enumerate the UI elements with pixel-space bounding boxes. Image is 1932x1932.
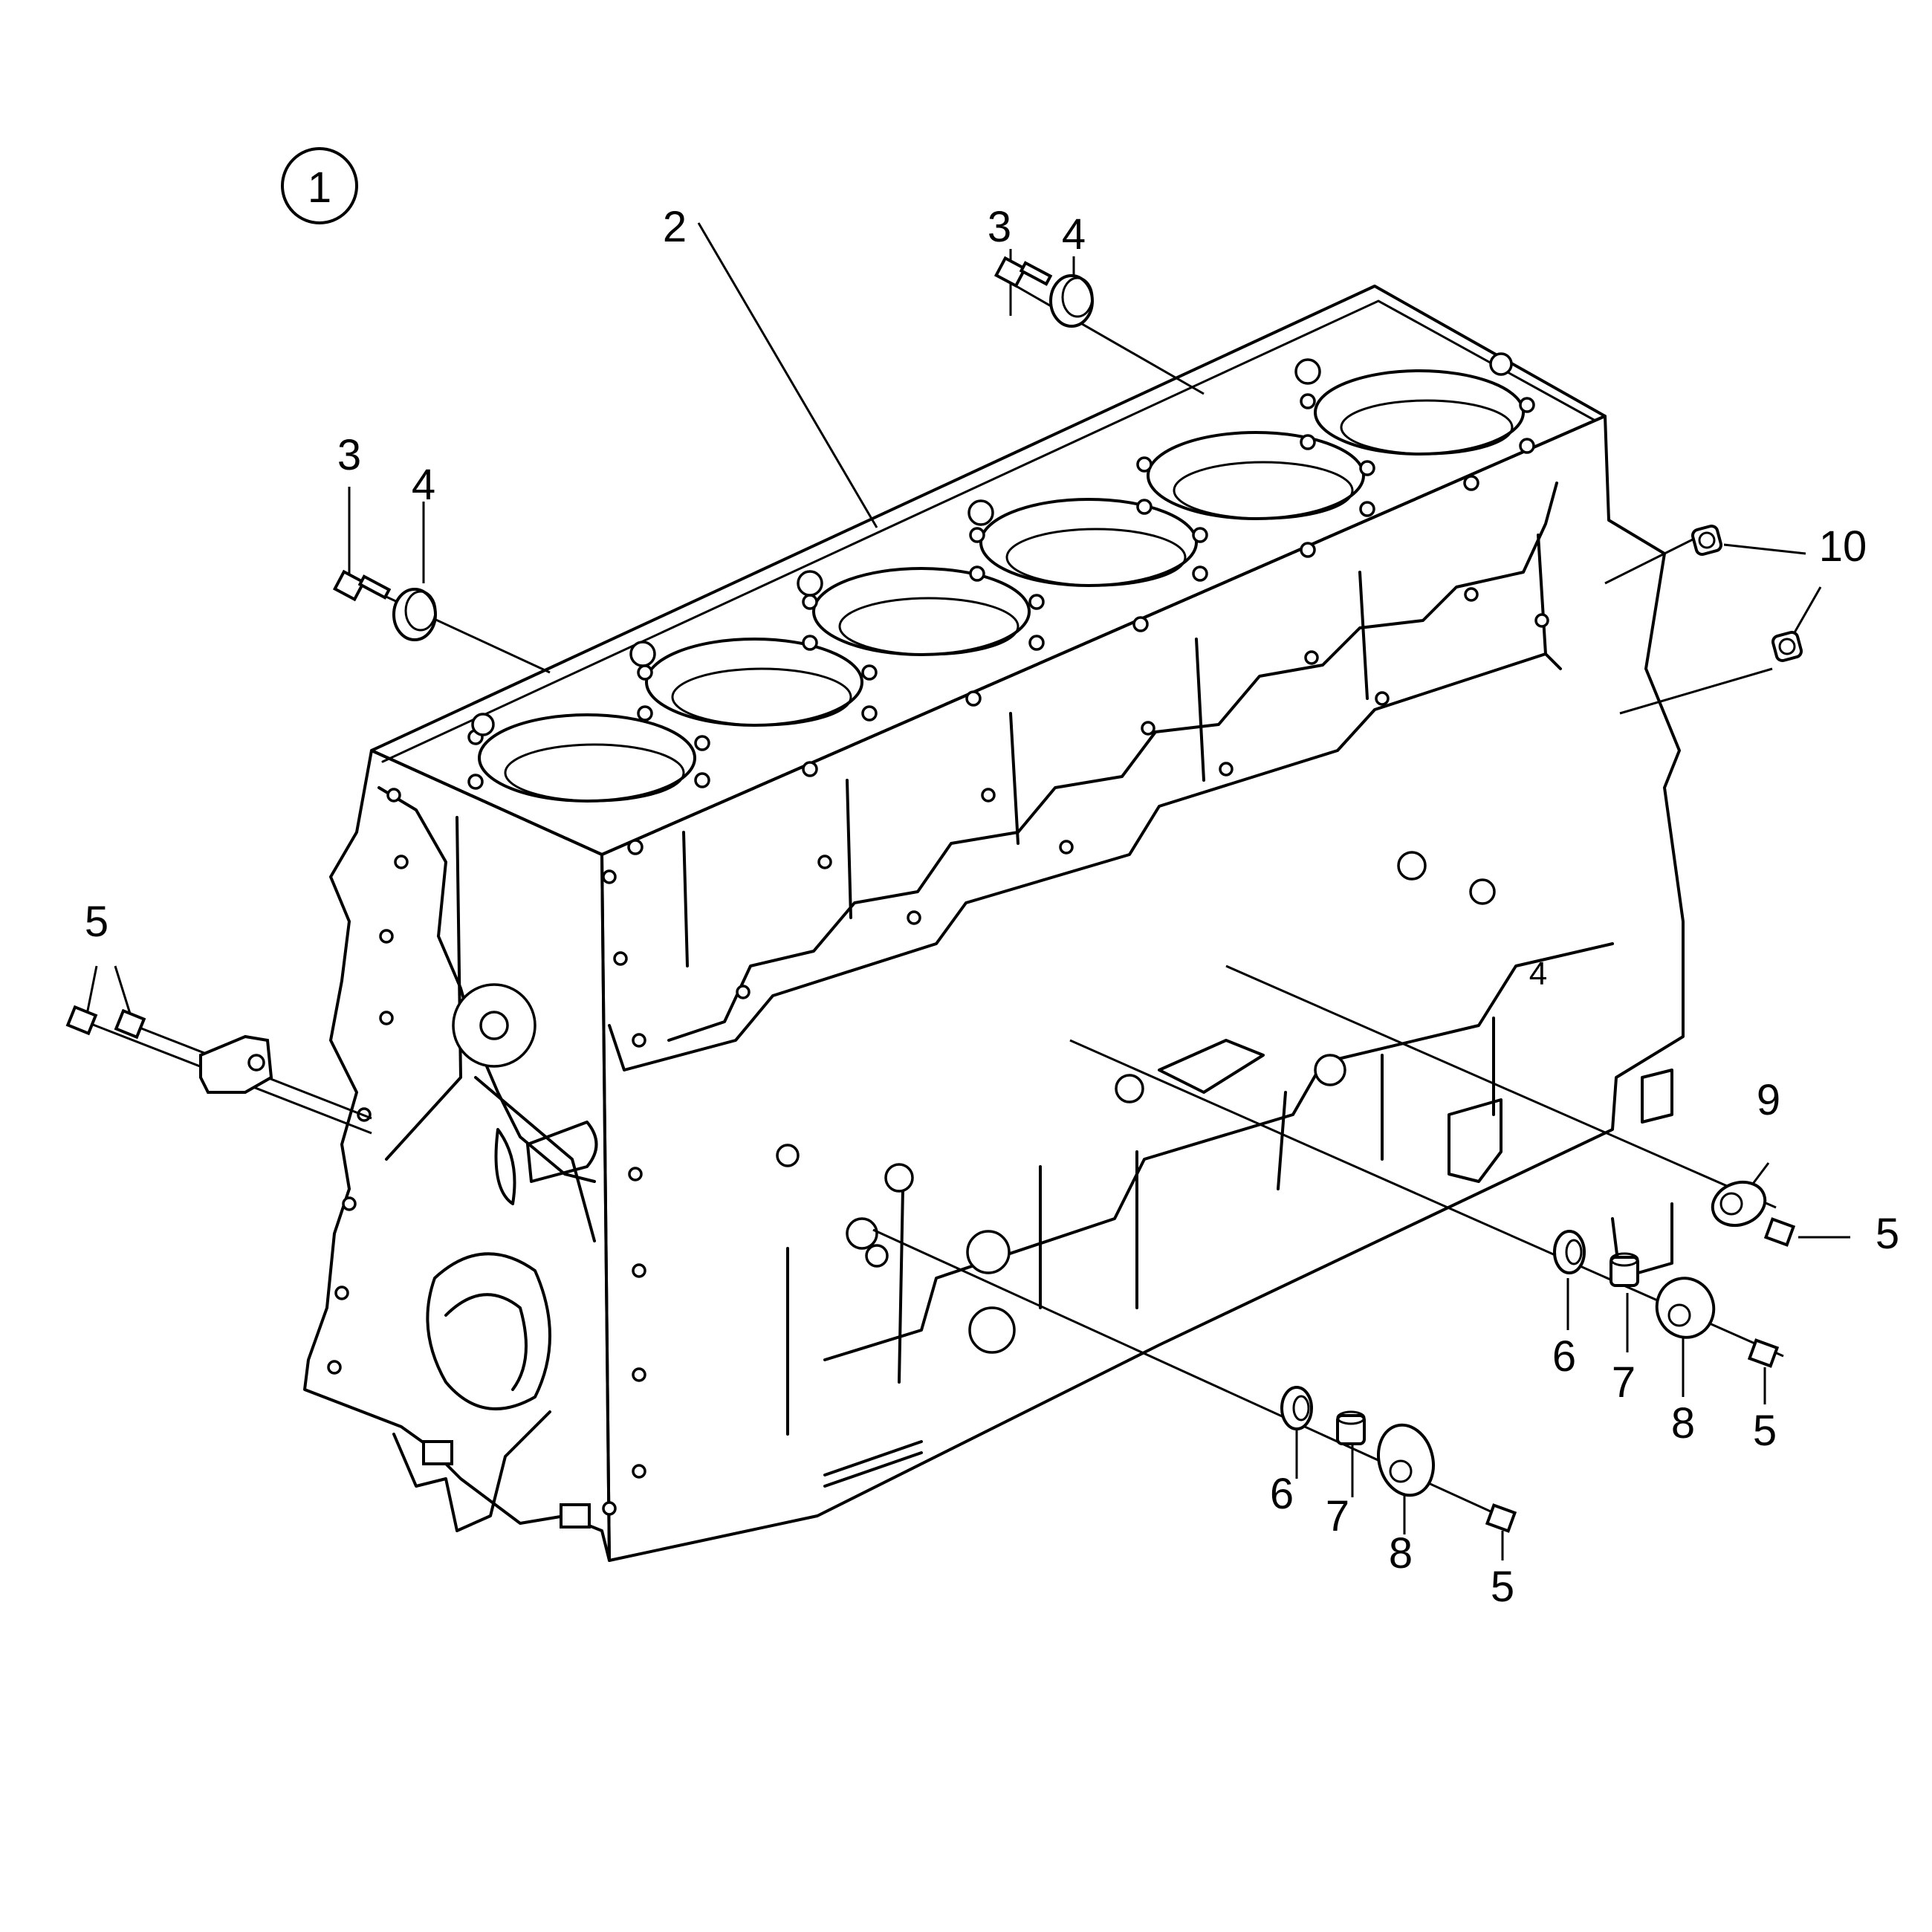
- callout-6-lower: 6: [1270, 1470, 1294, 1518]
- bolt-3-left: [332, 569, 392, 602]
- timing-lug: [526, 1121, 598, 1183]
- sleeve-7-lower: [1336, 1410, 1366, 1445]
- cylinder-bore-3: [812, 567, 1031, 656]
- block-cast-mark: 4: [1529, 956, 1547, 992]
- front-rib: [385, 816, 596, 1242]
- callout-labels: 2 3 4 3 4 5 5 10 10 9 5 6 7 8 5 6 7 8 5: [85, 203, 1899, 1611]
- cover-8-lower: [1377, 1423, 1435, 1497]
- flange-bolt-holes: [327, 587, 1549, 1516]
- cylinder-bore-5: [1147, 431, 1365, 520]
- drain-plug: [422, 1440, 453, 1465]
- bolt-5-upper: [1747, 1338, 1780, 1368]
- engine-block: 4: [303, 285, 1685, 1562]
- callout-5-lower: 5: [1491, 1563, 1514, 1611]
- front-plate-bore: [479, 1011, 509, 1040]
- callout-4-left: 4: [412, 461, 435, 509]
- callout-8-upper: 8: [1671, 1399, 1695, 1448]
- callout-10-a: 10: [1819, 522, 1867, 571]
- callout-5-right: 5: [1876, 1210, 1899, 1258]
- main-bearing-cap: [392, 1410, 551, 1532]
- figure-badge-label: 1: [308, 163, 331, 212]
- oil-pan-rail: [823, 942, 1614, 1361]
- callout-3-upper: 3: [988, 203, 1011, 251]
- washer-4-left: [392, 588, 437, 641]
- plug-10-lower: [1771, 630, 1803, 663]
- callout-8-lower: 8: [1389, 1529, 1413, 1578]
- callout-6-upper: 6: [1552, 1332, 1576, 1381]
- callout-7-lower: 7: [1326, 1492, 1349, 1540]
- bolt-5-lower: [1485, 1503, 1517, 1533]
- callout-2: 2: [663, 203, 687, 251]
- cover-9: [1711, 1180, 1767, 1228]
- sleeve-7-upper: [1610, 1252, 1639, 1287]
- block-side-face: [600, 415, 1685, 1562]
- fasteners: [65, 256, 1803, 1533]
- cylinder-bore-6: [1314, 369, 1525, 456]
- cylinder-bores: [478, 369, 1525, 803]
- cylinder-bore-4: [979, 498, 1198, 587]
- seal-6-upper: [1553, 1230, 1586, 1274]
- crankshaft-bore: [426, 1252, 551, 1410]
- drain-plug-lower: [560, 1503, 591, 1529]
- side-wall-ribs: [682, 534, 1547, 967]
- upper-flange: [667, 482, 1558, 1042]
- block-side-bosses: [776, 851, 1673, 1488]
- callout-5-left-a: 5: [85, 898, 108, 946]
- cylinder-bore-1: [478, 713, 696, 803]
- seal-6-lower: [1280, 1386, 1313, 1430]
- head-bolt-holes: [467, 352, 1535, 855]
- callout-9: 9: [1757, 1076, 1780, 1124]
- bolts-5-left: [65, 1005, 273, 1094]
- figure-badge: 1: [281, 147, 358, 224]
- explosion-lines: [84, 222, 1850, 1560]
- crankcase-skirt: [608, 652, 1562, 1072]
- cylinder-bore-2: [645, 638, 863, 727]
- plug-10-upper: [1690, 524, 1723, 557]
- lower-ribs: [786, 1017, 1495, 1436]
- bolt-5-right: [1763, 1217, 1796, 1247]
- callout-3-left: 3: [337, 431, 361, 479]
- crankshaft-bore-inner: [444, 1293, 528, 1391]
- callout-7-upper: 7: [1612, 1358, 1636, 1407]
- deck-rim: [381, 299, 1595, 763]
- front-window: [494, 1128, 516, 1205]
- cover-8-upper: [1655, 1277, 1716, 1339]
- callout-4-upper: 4: [1062, 210, 1086, 259]
- washer-4-upper: [1049, 274, 1094, 328]
- bolt-3-upper: [993, 256, 1053, 288]
- callout-5-upper: 5: [1753, 1407, 1777, 1455]
